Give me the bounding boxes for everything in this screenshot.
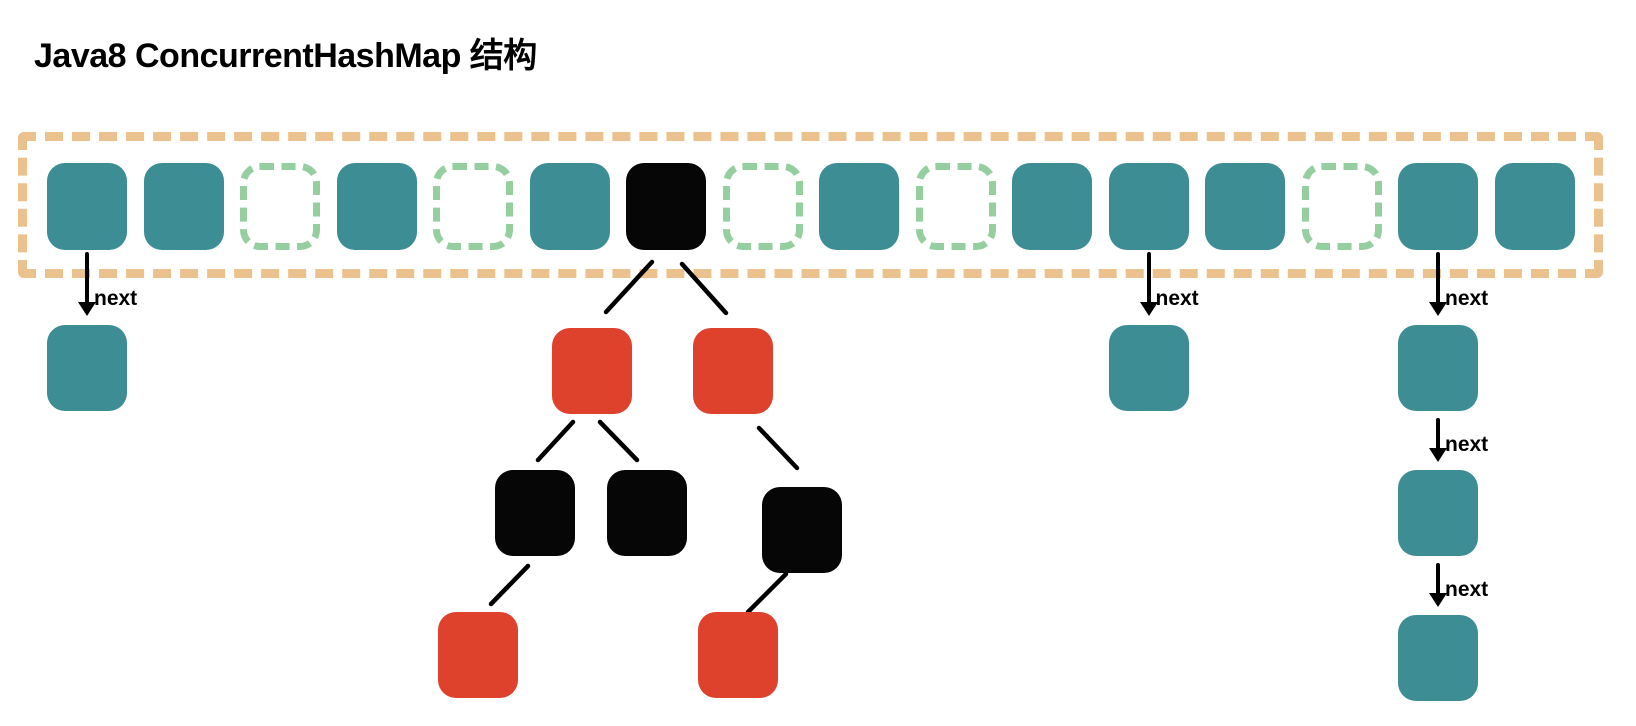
- array-cell-16: [1494, 163, 1575, 250]
- next-arrow-head: [1429, 302, 1447, 316]
- array-cell-2: [143, 163, 224, 250]
- page-title: Java8 ConcurrentHashMap 结构: [34, 37, 537, 75]
- array-cell-4: [336, 163, 417, 250]
- array-cell-9: [819, 163, 899, 250]
- next-label: next: [1445, 433, 1489, 456]
- tree-node-red-leaf-left: [438, 612, 518, 698]
- chain-node: [47, 325, 127, 411]
- tree-node-red-right: [693, 328, 773, 414]
- next-arrow-head: [1139, 302, 1158, 316]
- chain-node: [1108, 325, 1189, 411]
- next-arrow-head: [1429, 593, 1447, 607]
- chain-node: [1398, 615, 1478, 701]
- next-arrow-line: [1436, 418, 1440, 450]
- tree-node-red-left: [552, 328, 632, 414]
- next-label: next: [94, 287, 138, 310]
- tree-edge: [597, 419, 640, 463]
- next-label: next: [1445, 578, 1489, 601]
- tree-edge: [488, 563, 531, 607]
- tree-node-black-right: [762, 487, 842, 573]
- array-cell-13: [1205, 163, 1285, 250]
- chain-node: [1398, 325, 1478, 411]
- next-label: next: [1445, 287, 1489, 310]
- array-cell-5: [433, 163, 513, 250]
- tree-node-black-left-1: [495, 470, 575, 556]
- tree-edge: [745, 571, 789, 615]
- tree-node-red-leaf-right: [698, 612, 778, 698]
- array-cell-8: [722, 163, 803, 250]
- array-cell-14: [1301, 163, 1382, 250]
- tree-node-black-left-2: [607, 470, 687, 556]
- tree-edge: [535, 419, 576, 463]
- bucket-array-container: [18, 132, 1603, 278]
- array-cell-7: [626, 163, 706, 250]
- array-cell-1: [47, 163, 127, 250]
- tree-edge: [756, 425, 800, 471]
- next-arrow-line: [1146, 252, 1151, 304]
- next-arrow-line: [1436, 252, 1440, 304]
- array-cell-10: [915, 163, 996, 250]
- next-arrow-head: [1429, 448, 1447, 462]
- chain-node: [1398, 470, 1478, 556]
- next-arrow-head: [78, 302, 96, 316]
- array-cell-6: [529, 163, 610, 250]
- next-arrow-line: [1436, 563, 1440, 595]
- array-cell-12: [1108, 163, 1189, 250]
- next-label: next: [1155, 287, 1199, 310]
- array-cell-15: [1398, 163, 1478, 250]
- array-cell-3: [240, 163, 320, 250]
- array-cell-11: [1012, 163, 1092, 250]
- next-arrow-line: [85, 252, 89, 304]
